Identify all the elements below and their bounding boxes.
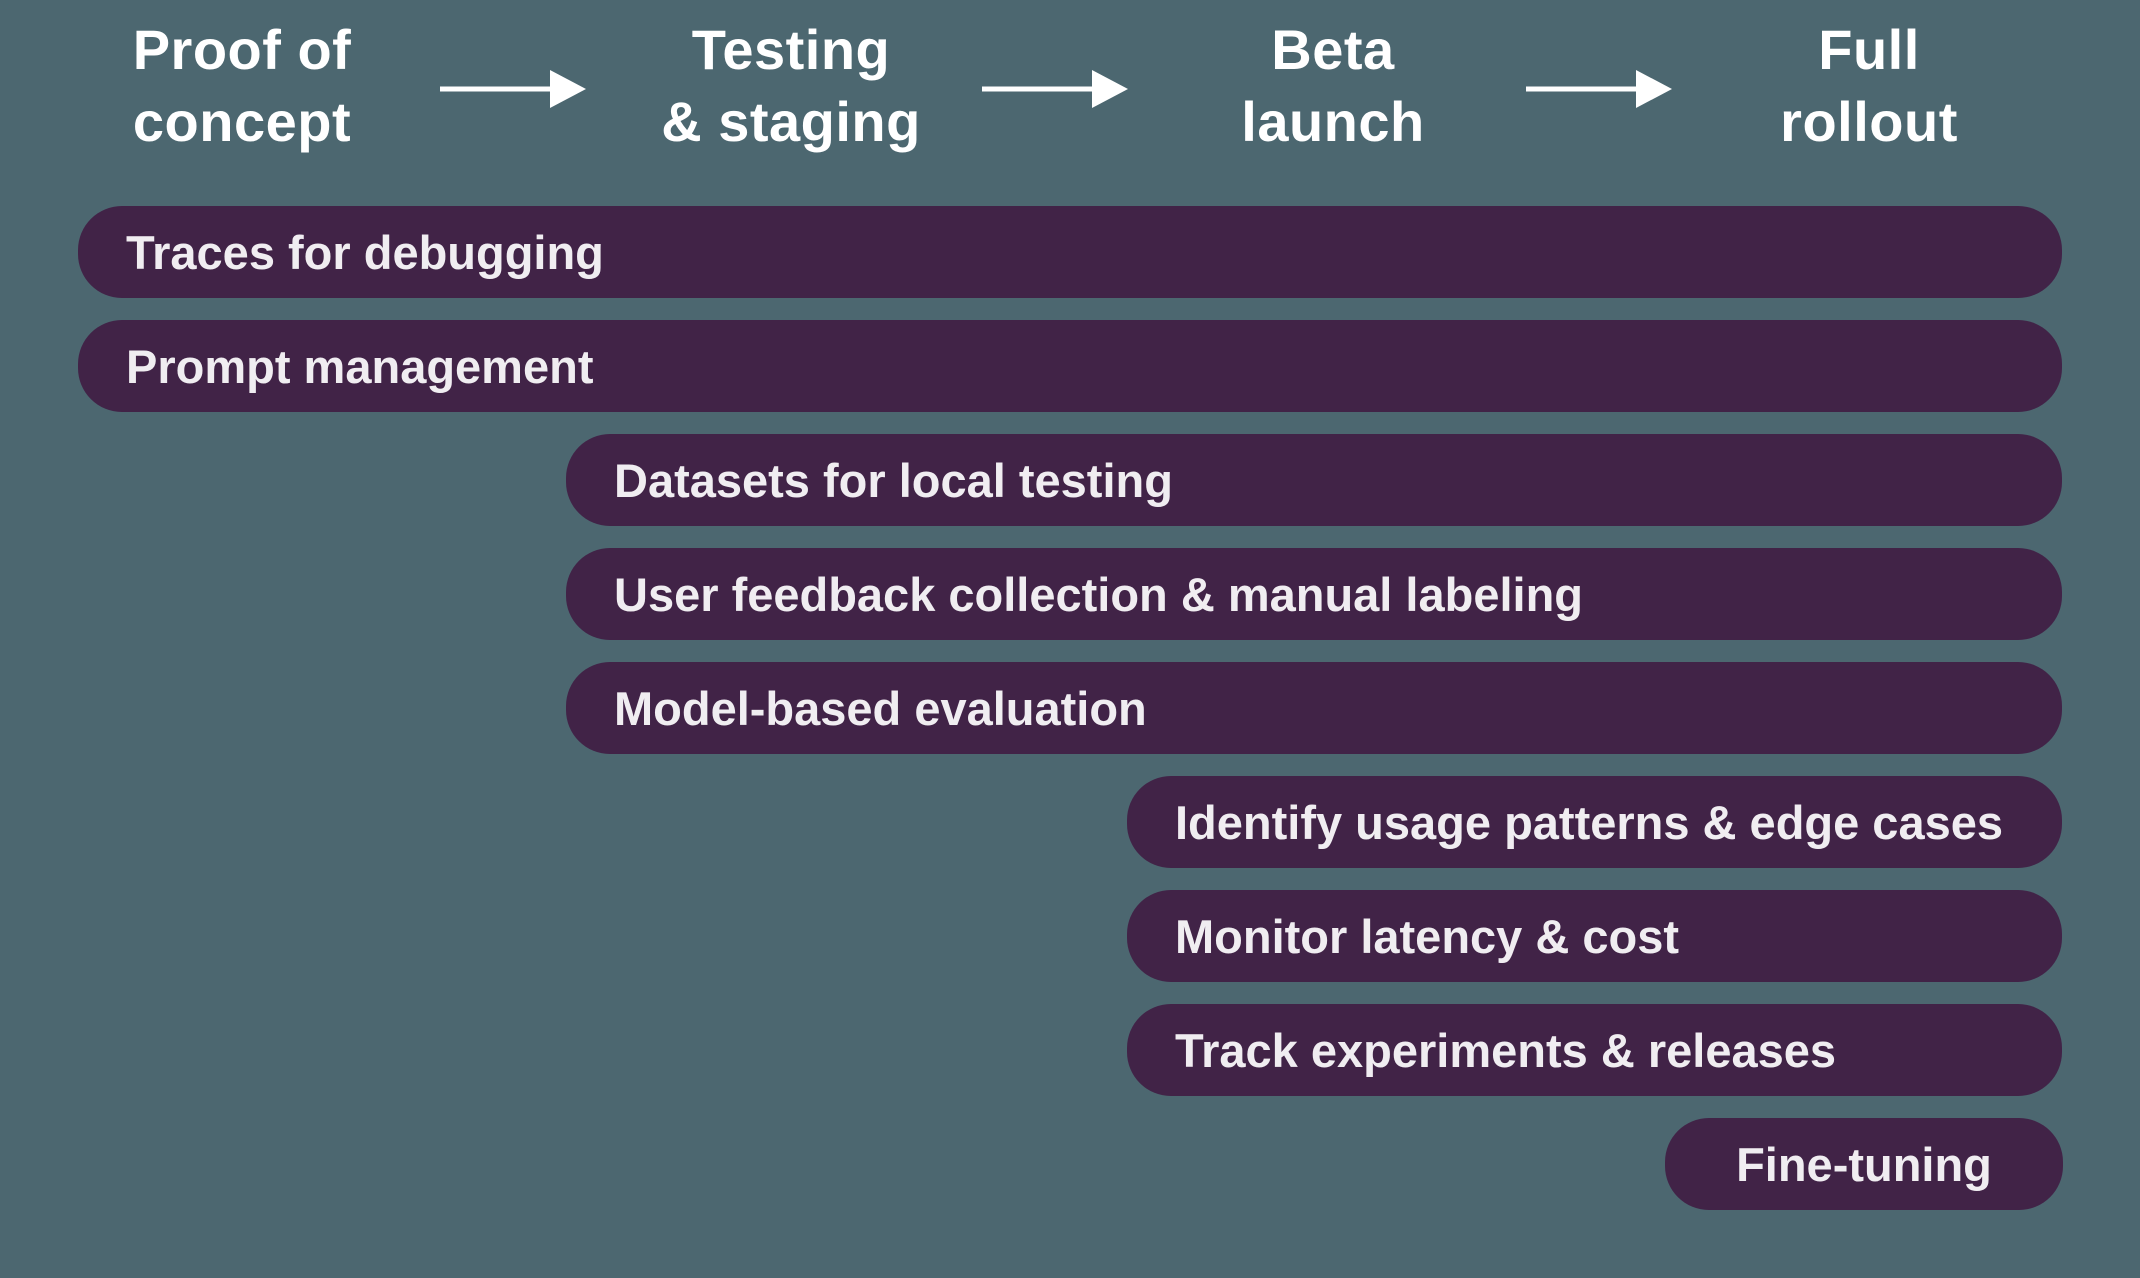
roadmap-bar-label: Track experiments & releases (1175, 1023, 1837, 1077)
roadmap-bar-label: Datasets for local testing (614, 453, 1173, 507)
roadmap-bar: Fine-tuning (1665, 1118, 2063, 1210)
stage-label-line: Proof of (132, 18, 352, 81)
roadmap-bar-label: Fine-tuning (1736, 1137, 1992, 1191)
stage-label-line: launch (1241, 90, 1425, 153)
stage-header-proof-of-concept: Proof of concept (0, 14, 502, 158)
stage-label-line: Full (1818, 18, 1920, 81)
stage-label-line: rollout (1780, 90, 1958, 153)
roadmap-bar-label: Monitor latency & cost (1175, 909, 1680, 963)
stage-label-line: & staging (661, 90, 921, 153)
roadmap-bar-label: User feedback collection & manual labeli… (614, 567, 1584, 621)
roadmap-bar: Track experiments & releases (1127, 1004, 2062, 1096)
right-arrow-icon (1524, 67, 1674, 111)
stage-label-line: concept (132, 90, 352, 153)
roadmap-bar-label: Traces for debugging (126, 225, 604, 279)
stage-label-line: Beta (1271, 18, 1395, 81)
roadmap-bar: User feedback collection & manual labeli… (566, 548, 2062, 640)
right-arrow-icon (980, 67, 1130, 111)
right-arrow-icon (438, 67, 588, 111)
roadmap-bar-label: Identify usage patterns & edge cases (1175, 795, 2004, 849)
roadmap-bar: Monitor latency & cost (1127, 890, 2062, 982)
roadmap-bar: Traces for debugging (78, 206, 2062, 298)
roadmap-bar: Datasets for local testing (566, 434, 2062, 526)
stage-header-full-rollout: Full rollout (1609, 14, 2129, 158)
roadmap-bar: Model-based evaluation (566, 662, 2062, 754)
roadmap-bar-label: Model-based evaluation (614, 681, 1147, 735)
roadmap-bar: Prompt management (78, 320, 2062, 412)
roadmap-bar: Identify usage patterns & edge cases (1127, 776, 2062, 868)
stage-header-beta-launch: Beta launch (1073, 14, 1593, 158)
stage-label-line: Testing (691, 18, 891, 81)
stage-header-testing-staging: Testing & staging (531, 14, 1051, 158)
roadmap-bar-label: Prompt management (126, 339, 594, 393)
